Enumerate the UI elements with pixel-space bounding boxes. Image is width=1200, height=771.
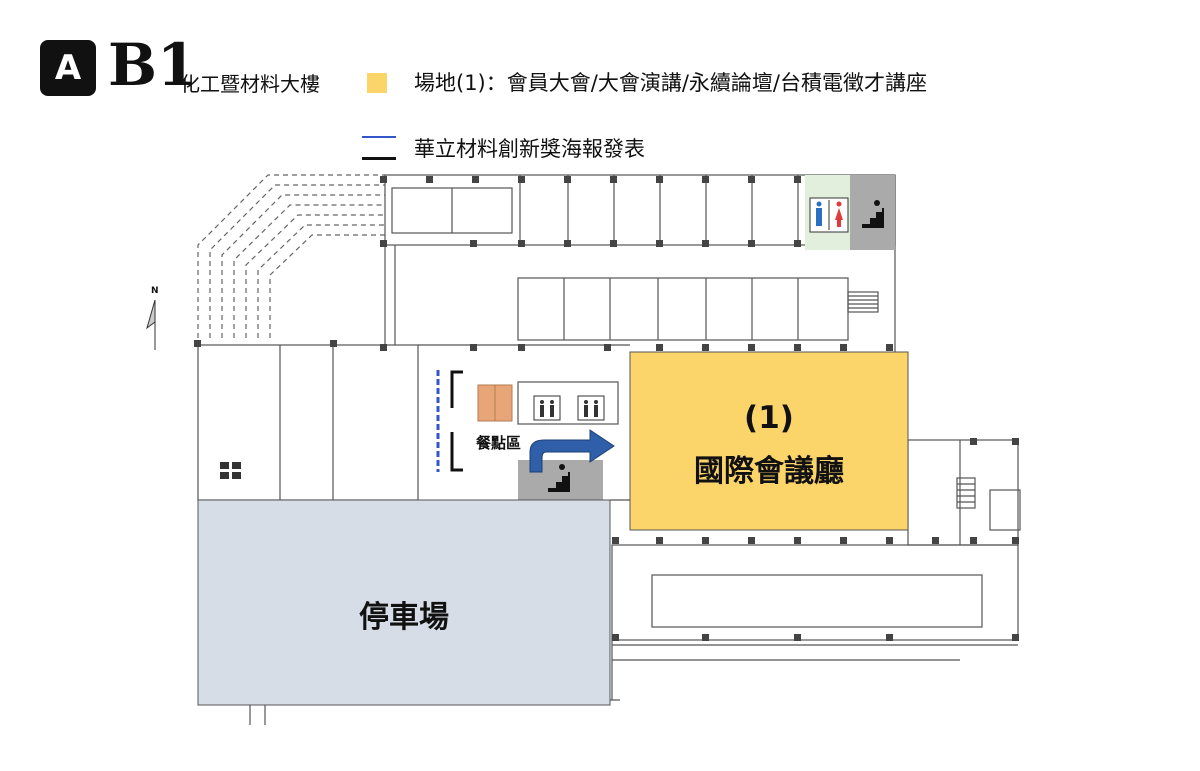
conference-hall-area — [629, 351, 909, 531]
elevator-icon — [533, 395, 605, 421]
building-outline — [197, 174, 1021, 725]
legend-venue-text: 場地(1)：會員大會/大會演講/永續論壇/台積電徵才講座 — [414, 71, 927, 95]
restroom-icon — [809, 197, 849, 233]
stairs-icon-top — [862, 200, 884, 228]
legend-poster-swatch — [362, 136, 396, 160]
floor-label: B1 — [108, 31, 198, 99]
zone-badge: A — [40, 40, 96, 96]
poster-board-brackets — [450, 370, 463, 472]
stairs-icon-lobby — [548, 464, 570, 492]
north-arrow — [146, 299, 156, 350]
route-arrow — [529, 429, 615, 473]
parking-area — [197, 499, 611, 706]
north-label: N — [151, 286, 159, 296]
building-name: 化工暨材料大樓 — [180, 72, 320, 96]
column-markers — [194, 176, 1019, 641]
equipment-icon — [220, 462, 241, 479]
snack-area-label: 餐點區 — [476, 434, 522, 452]
conference-hall-number: (1) — [744, 400, 794, 436]
parking-label: 停車場 — [359, 600, 449, 635]
legend-poster-text: 華立材料創新獎海報發表 — [414, 137, 645, 161]
stairs-top — [850, 175, 895, 250]
legend-venue-swatch — [367, 73, 387, 93]
conference-hall-name: 國際會議廳 — [694, 454, 844, 489]
